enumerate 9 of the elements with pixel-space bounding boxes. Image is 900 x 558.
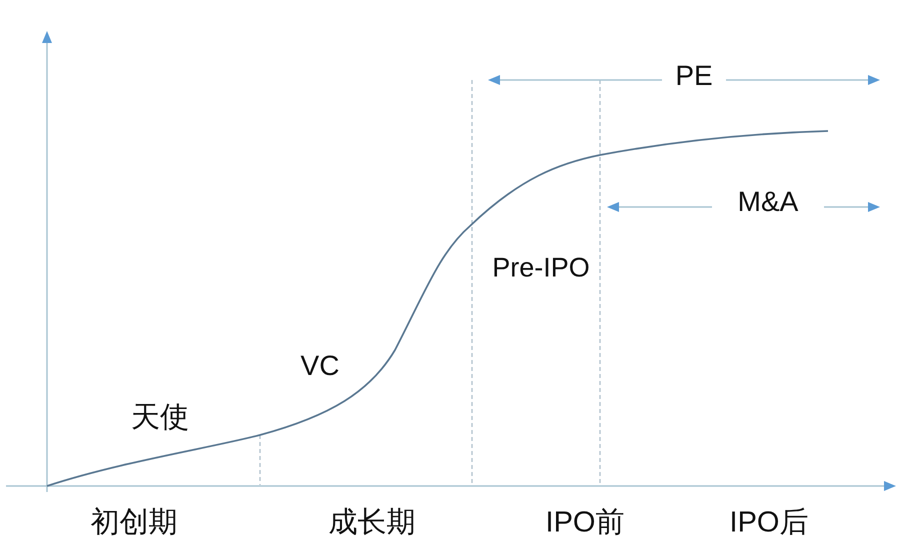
round-label: Pre-IPO: [492, 254, 590, 282]
range-label: PE: [675, 62, 713, 90]
range-label: M&A: [738, 188, 798, 216]
round-label: 天使: [131, 404, 189, 432]
stage-label: 初创期: [90, 508, 178, 538]
stage-label: 成长期: [328, 508, 416, 538]
round-label: VC: [300, 352, 340, 380]
stage-label: IPO前: [546, 508, 624, 538]
stage-label: IPO后: [730, 508, 808, 538]
